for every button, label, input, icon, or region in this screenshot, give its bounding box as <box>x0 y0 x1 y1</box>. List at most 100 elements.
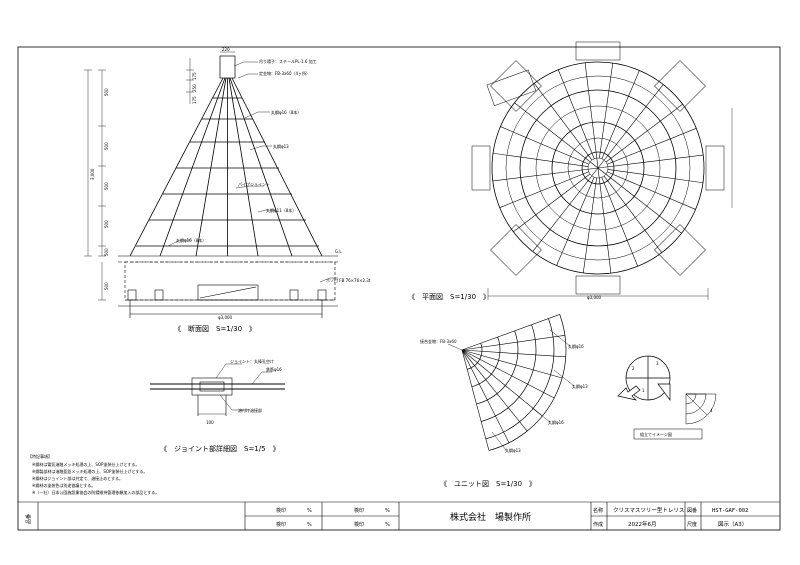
unit-label-3: 丸鋼φ16 <box>548 419 564 425</box>
height-dimensions <box>84 58 194 301</box>
plan-ring <box>505 75 691 261</box>
small-dim-3: 175 <box>192 96 197 104</box>
label-base: ホゾ付 FB 76×76×2.3t <box>326 277 371 283</box>
small-dim-2: 250 <box>192 84 197 92</box>
plan-spoke <box>532 167 599 252</box>
unit-spoke <box>461 349 490 451</box>
unit-caption: 《 ユニット図 S=1/30 》 <box>440 480 536 488</box>
note-5: ※（一社）日本公園施設業協会の防錆維持管理依頼加入の部品とする。 <box>32 489 159 495</box>
unit-spoke <box>461 349 528 432</box>
name-value: クリスマスツリー型トレリス <box>613 506 684 514</box>
unit-spoke <box>461 349 555 399</box>
unit-spoke <box>461 335 565 351</box>
stamp-3: 検印 <box>276 521 286 528</box>
plan-ring <box>581 151 615 185</box>
base-structure <box>118 255 338 318</box>
plan-spoke <box>533 83 593 161</box>
unit-spoke <box>461 349 566 358</box>
unit-label-1: 丸鋼φ16 <box>568 343 584 349</box>
plan-spoke <box>499 171 589 208</box>
note-4: ※鋼材の塗装色は別途協議とする。 <box>32 482 95 488</box>
stamp-1: 検印 <box>276 507 286 514</box>
plan-spoke <box>607 169 704 184</box>
stamp-mark-4: % <box>385 522 390 528</box>
plan-spoke <box>597 154 704 169</box>
height-dim-3: 500 <box>104 182 109 190</box>
plan-width-dim: φ3,000 <box>587 295 602 300</box>
unit-ring <box>488 314 567 451</box>
small-dim-1: 175 <box>192 72 197 80</box>
sheet-border <box>17 46 781 531</box>
side-label: 品番 <box>25 514 32 524</box>
plan-spoke <box>603 175 663 253</box>
date-label: 作成 <box>593 521 603 528</box>
plan-spoke <box>599 62 614 159</box>
plan-spoke <box>556 177 595 266</box>
unit-ring <box>485 318 555 440</box>
plan-spoke <box>492 167 599 182</box>
plan-spoke <box>500 126 589 165</box>
plan-ring <box>551 121 645 215</box>
plan-spoke <box>558 69 595 159</box>
assembly-piece <box>685 393 717 425</box>
unit-label-2: 丸鋼φ13 <box>572 383 588 389</box>
base-height-dim: 500 <box>104 282 109 290</box>
label-ring2: 丸鋼φ13 <box>273 143 289 149</box>
plan-spoke <box>584 62 599 169</box>
label-ring3: 丸鋼φ11（8本） <box>266 207 296 213</box>
label-ring1: 丸鋼φ16（8本） <box>271 109 301 115</box>
plan-spoke <box>597 167 612 274</box>
label-ring4: 丸鋼φ16（8本） <box>176 237 206 243</box>
height-dim-2: 500 <box>104 142 109 150</box>
assembly-num-4: 4 <box>710 408 713 413</box>
section-width-dim: φ3,000 <box>218 315 233 320</box>
plan-view <box>471 41 733 300</box>
plan-caption: 《 平面図 S=1/30 》 <box>408 293 490 301</box>
stamp-mark-2: % <box>385 508 390 514</box>
unit-spoke <box>461 349 563 379</box>
note-2: ※鋼製部材は溶融亜鉛メッキ処理の上、SOP塗装仕上げとする。 <box>32 468 147 474</box>
joint-caption: 《 ジョイント部詳細図 S=1/5 》 <box>160 444 280 453</box>
unit-rings <box>467 314 567 451</box>
title-block <box>18 501 780 530</box>
unit-view <box>447 314 575 451</box>
label-anchor: 定金物：FB-3x60（4ヶ所） <box>259 70 310 76</box>
unit-spoke <box>461 349 510 443</box>
ground-label: G.L <box>335 249 342 254</box>
notes-title: 【特記事項】 <box>28 453 52 459</box>
unit-label-4: 丸鋼φ13 <box>505 447 521 453</box>
section-leaders <box>167 61 338 283</box>
company-name: 株式会社 場製作所 <box>450 511 531 523</box>
assembly-image <box>617 355 671 402</box>
plan-rings <box>491 61 705 275</box>
unit-ring <box>481 324 537 422</box>
plan-ring <box>535 105 661 231</box>
plan-spoke <box>513 173 591 233</box>
plan-ring <box>567 137 629 199</box>
stamp-mark-3: % <box>307 522 312 528</box>
top-width-dim: 220 <box>222 47 230 52</box>
plan-ring <box>519 89 677 247</box>
plan-ring <box>587 157 609 179</box>
section-caption: 《 断面図 S=1/30 》 <box>174 324 256 333</box>
unit-ring <box>476 330 519 405</box>
note-1: ※鋼材は電気溶融メッキ処理の上、SOP塗装仕上げとする。 <box>32 461 139 467</box>
plan-spoke <box>597 84 664 169</box>
plan-spoke <box>605 103 683 163</box>
plan-spoke <box>601 177 638 267</box>
top-cap <box>219 55 236 79</box>
height-dim-1: 500 <box>104 88 109 96</box>
unit-spokes <box>461 314 566 451</box>
stamp-2: 検印 <box>354 507 364 514</box>
assembly-num-1: 1 <box>642 388 645 393</box>
unit-spoke <box>461 349 543 417</box>
joint-detail <box>150 363 285 416</box>
joint-rod-label: 鉄筋φ16 <box>266 366 282 372</box>
joint-dim: 100 <box>206 420 214 425</box>
plan-spoke <box>582 177 597 274</box>
plan-spoke <box>597 167 682 234</box>
height-dim-4: 500 <box>104 220 109 228</box>
plan-spoke <box>607 128 697 165</box>
total-height-dim: 3,000 <box>90 168 95 180</box>
